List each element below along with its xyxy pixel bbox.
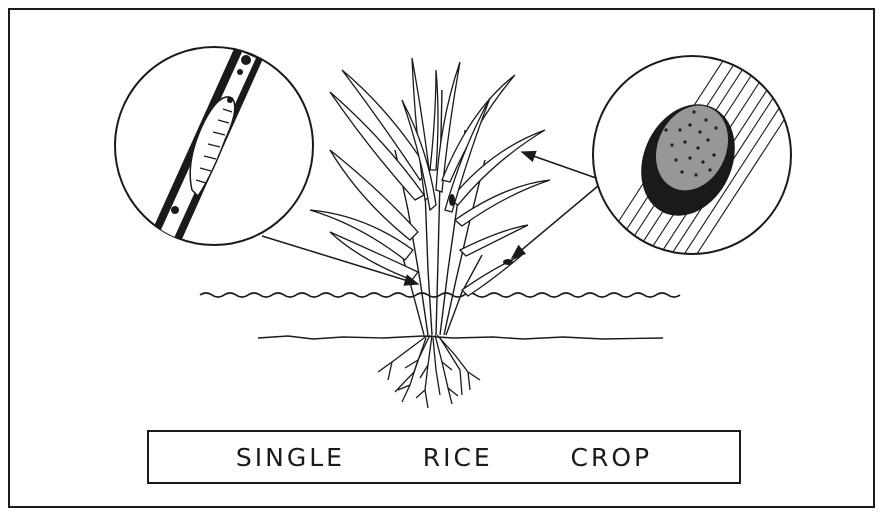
water-line — [200, 293, 680, 297]
egg-mass-on-leaf-icon — [593, 50, 810, 280]
caption-word-single: SINGLE — [236, 443, 345, 472]
roots — [378, 335, 480, 408]
right-pointer-arrow-lower — [512, 186, 598, 258]
right-pointer-arrow-upper — [522, 152, 596, 178]
larva-in-stem-icon — [115, 40, 313, 248]
caption-box: SINGLE RICE CROP — [147, 430, 741, 484]
caption-word-crop: CROP — [571, 443, 653, 472]
plant-leaves — [310, 58, 550, 296]
stem-damage-marker — [449, 194, 455, 206]
egg-mass-marker — [503, 259, 513, 265]
soil-line — [258, 336, 663, 339]
caption-word-rice: RICE — [423, 443, 493, 472]
